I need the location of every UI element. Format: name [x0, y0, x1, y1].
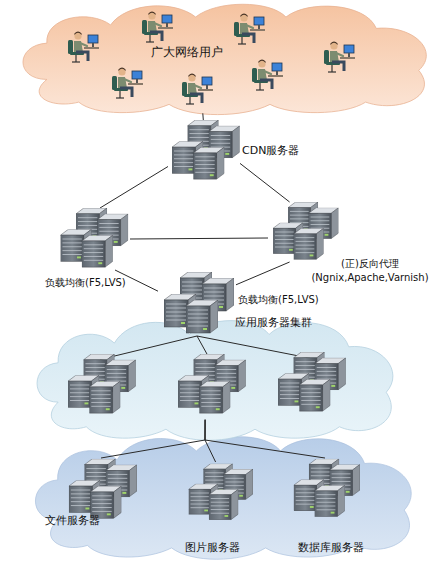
cloud-outline — [37, 321, 393, 441]
node-label: 负载均衡(F5,LVS) — [45, 276, 126, 290]
node-label: 图片服务器 — [185, 541, 240, 555]
server-icon — [290, 458, 360, 520]
load-balancer-group: 负载均衡(F5,LVS) — [55, 208, 130, 270]
node-label: 负载均衡(F5,LVS) — [238, 293, 319, 307]
server-icon — [185, 462, 253, 524]
server-icon — [55, 208, 130, 270]
node-label: 应用服务器集群 — [235, 316, 312, 330]
connector-line — [236, 262, 290, 285]
connector-line — [240, 163, 290, 202]
server-rack — [294, 459, 360, 517]
server-icon — [65, 458, 137, 522]
image-server-group: 图片服务器 — [185, 462, 253, 524]
cloud-outline — [23, 4, 426, 114]
server-rack — [273, 202, 339, 259]
database-server-group: 数据库服务器 — [290, 458, 360, 520]
proxy-server-group: (正)反向代理 (Ngnix,Apache,Varnish) — [268, 202, 340, 262]
server-icon — [268, 202, 340, 262]
connector-line — [130, 238, 268, 239]
node-label: 数据库服务器 — [298, 541, 364, 555]
node-label: 广大网络用户 — [151, 45, 223, 59]
server-icon — [168, 120, 240, 182]
cdn-server-group: CDN服务器 — [168, 120, 240, 182]
connector-line — [100, 167, 168, 209]
server-rack — [189, 464, 253, 520]
server-cloud — [35, 437, 411, 560]
server-rack — [69, 459, 137, 518]
user-cloud: 广大网络用户 — [15, 0, 440, 118]
node-label: (正)反向代理 (Ngnix,Apache,Varnish) — [300, 257, 440, 285]
load-balancer-group: 负载均衡(F5,LVS) — [158, 272, 236, 336]
node-label: 文件服务器 — [45, 514, 100, 528]
server-rack — [172, 120, 240, 179]
file-server-group: 文件服务器 — [65, 458, 137, 522]
node-label: CDN服务器 — [242, 144, 299, 158]
server-icon — [158, 272, 236, 336]
server-rack — [61, 208, 129, 267]
cloud-shape — [15, 0, 440, 118]
